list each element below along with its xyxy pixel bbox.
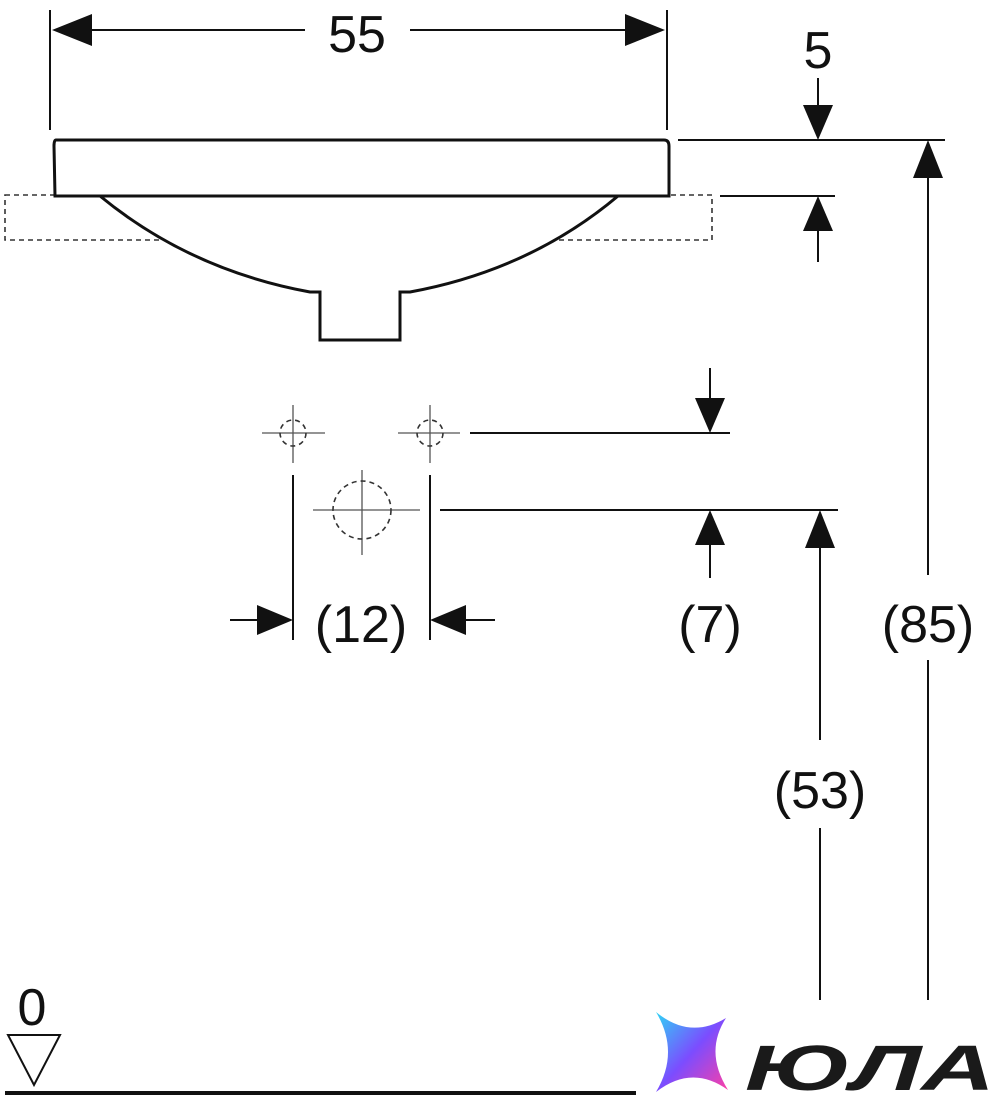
floor-level: 0 <box>5 979 636 1095</box>
arrowhead <box>913 140 943 178</box>
drain-offset-dimension: (7) <box>440 368 838 654</box>
basin <box>4 138 713 342</box>
arrowhead <box>257 605 293 635</box>
width-dimension: 55 <box>49 6 668 130</box>
brand-logo: ЮЛА <box>656 1012 995 1100</box>
arrowhead <box>805 510 835 548</box>
tap-hole-right <box>416 419 444 447</box>
width-label: 55 <box>328 6 386 64</box>
drain-height-label: (53) <box>774 762 866 820</box>
drain-symbol <box>313 470 420 555</box>
arrowhead <box>695 398 725 433</box>
total-height-dimension: (85) <box>882 140 974 1000</box>
floor-level-label: 0 <box>18 979 47 1037</box>
tap-holes <box>262 405 460 463</box>
arrowhead <box>803 105 833 140</box>
logo-text: ЮЛА <box>745 1032 995 1100</box>
basin-rim <box>52 138 671 198</box>
tap-hole-left <box>279 419 307 447</box>
rim-dimension: 5 <box>678 22 945 262</box>
drain-offset-label: (7) <box>678 596 742 654</box>
rim-thickness-label: 5 <box>804 22 833 80</box>
level-triangle-icon <box>6 1034 62 1088</box>
logo-star-icon <box>656 1012 728 1092</box>
drain-hole <box>332 480 392 540</box>
arrowhead <box>52 14 92 46</box>
tap-spacing-label: (12) <box>315 596 407 654</box>
total-height-label: (85) <box>882 596 974 654</box>
basin-bowl <box>95 194 623 342</box>
arrowhead <box>625 14 665 46</box>
tap-spacing-dimension: (12) <box>230 475 495 654</box>
arrowhead <box>803 196 833 231</box>
drain-height-dimension: (53) <box>774 510 866 1000</box>
arrowhead <box>430 605 466 635</box>
arrowhead <box>695 510 725 545</box>
